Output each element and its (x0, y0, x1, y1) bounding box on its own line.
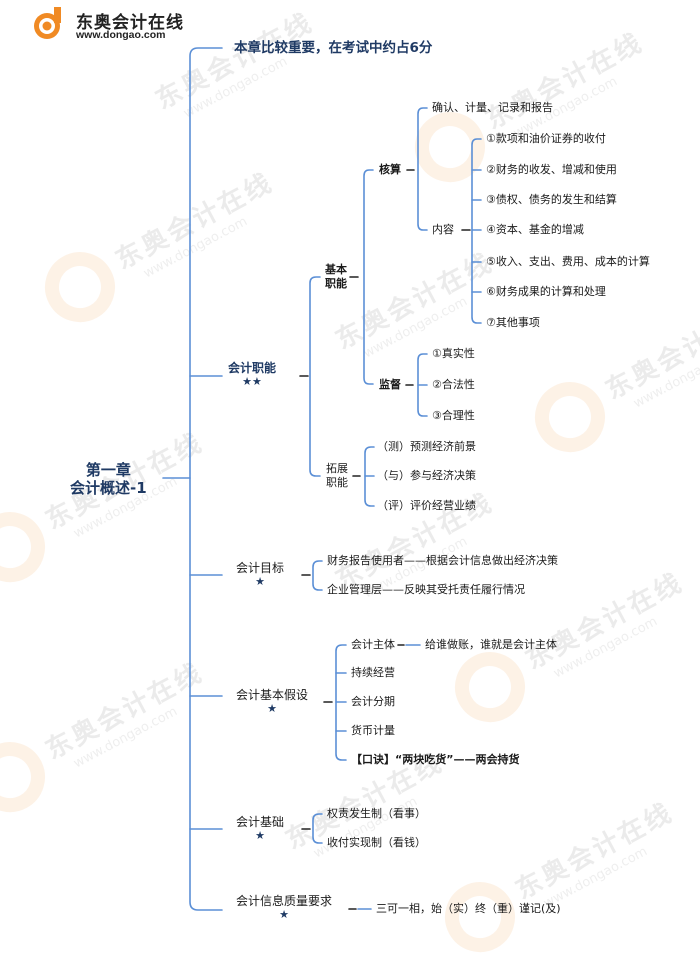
importance-stars: ★ (255, 575, 265, 588)
logo-mark-icon (34, 7, 61, 39)
importance-stars: ★ (255, 829, 265, 842)
logo-url: www.dongao.com (76, 29, 166, 41)
extended-item: （评）评价经营业绩 (377, 499, 476, 512)
node-accounting-content: 内容 (432, 223, 454, 236)
importance-stars: ★★ (242, 375, 262, 388)
assumption-item: 会计分期 (351, 695, 395, 708)
content-item: ②财务的收发、增减和使用 (486, 163, 617, 176)
basis-item: 收付实现制（看钱） (327, 836, 426, 849)
supervision-item: ①真实性 (432, 347, 475, 360)
objective-item: 财务报告使用者——根据会计信息做出经济决策 (327, 554, 558, 567)
node-accounting-functions: 会计职能 ★★ (228, 361, 277, 388)
node-accounting-definition: 确认、计量、记录和报告 (432, 101, 553, 114)
content-item: ③债权、债务的发生和结算 (486, 193, 617, 206)
quality-note: 三可一相，始（实）终（重）谨记(及) (376, 902, 561, 915)
node-extended-functions: 拓展 职能 (326, 462, 348, 489)
importance-stars: ★ (279, 908, 289, 921)
content-item: ①款项和油价证券的收付 (486, 132, 606, 145)
node-accounting: 核算 (379, 163, 401, 176)
root-node: 第一章 会计概述-1 (70, 461, 147, 497)
assumption-item: 会计主体 (351, 638, 395, 651)
content-item: ⑥财务成果的计算和处理 (486, 285, 606, 298)
root-line2: 会计概述-1 (70, 479, 147, 497)
assumption-entity-note: 给谁做账，谁就是会计主体 (425, 638, 557, 651)
supervision-item: ③合理性 (432, 409, 475, 422)
importance-stars: ★ (267, 702, 277, 715)
supervision-item: ②合法性 (432, 378, 475, 391)
node-basic-functions: 基本 职能 (325, 263, 347, 290)
root-line1: 第一章 (85, 461, 131, 479)
assumption-mnemonic: 【口诀】“两块吃货”——两会持货 (351, 753, 520, 766)
chapter-importance-note: 本章比较重要，在考试中约占6分 (234, 40, 433, 56)
objective-item: 企业管理层——反映其受托责任履行情况 (327, 583, 525, 596)
content-item: ④资本、基金的增减 (486, 223, 584, 236)
node-information-quality: 会计信息质量要求 ★ (236, 894, 333, 921)
node-basic-assumptions: 会计基本假设 ★ (236, 688, 309, 715)
basis-item: 权责发生制（看事） (327, 807, 426, 820)
extended-item: （与）参与经济决策 (377, 469, 476, 482)
extended-item: （测）预测经济前景 (377, 440, 476, 453)
node-accounting-objectives: 会计目标 ★ (236, 561, 285, 588)
node-supervision: 监督 (379, 378, 401, 391)
assumption-item: 持续经营 (351, 666, 395, 679)
content-item: ⑦其他事项 (486, 316, 540, 329)
content-item: ⑤收入、支出、费用、成本的计算 (486, 255, 650, 268)
assumption-item: 货币计量 (351, 724, 395, 737)
logo-name: 东奥会计在线 (76, 13, 184, 33)
mindmap-connectors (162, 47, 482, 911)
node-accounting-basis: 会计基础 ★ (236, 815, 285, 842)
